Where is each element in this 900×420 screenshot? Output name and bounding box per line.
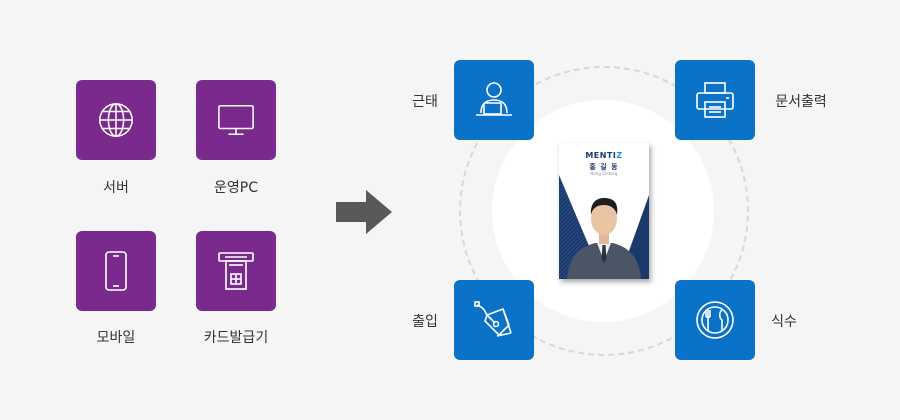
access-label: 출입 — [412, 314, 438, 330]
card-graphic — [559, 175, 649, 279]
attendance-label: 근태 — [412, 94, 438, 110]
card-holder-name-en: Hong Gildong — [590, 171, 618, 176]
plate-cutlery-icon — [696, 301, 734, 339]
employee-id-card: MENTIZ 홍 길 동 Hong Gildong — [559, 143, 649, 279]
card-issuer-tile — [196, 231, 276, 311]
mobile-tile — [76, 231, 156, 311]
person-laptop-icon — [476, 82, 512, 116]
operating-pc-label: 운영PC — [214, 180, 258, 196]
card-issuer-label: 카드발급기 — [203, 330, 269, 346]
attendance-tile — [454, 60, 534, 140]
portrait-hair — [590, 198, 618, 215]
portrait-tie — [601, 245, 607, 263]
dashed-ring — [459, 66, 749, 356]
meal-tile — [675, 280, 755, 360]
card-issuer-icon — [218, 252, 254, 290]
document-print-label: 문서출력 — [775, 94, 827, 110]
card-holder-name: 홍 길 동 — [589, 163, 619, 171]
monitor-icon — [218, 104, 254, 136]
smartphone-icon — [105, 251, 127, 291]
server-tile — [76, 80, 156, 160]
printer-icon — [696, 82, 734, 118]
card-brand: MENTIZ — [585, 151, 623, 160]
operating-pc-tile — [196, 80, 276, 160]
right-arrow-icon — [336, 190, 392, 234]
globe-icon — [99, 103, 133, 137]
server-label: 서버 — [103, 180, 129, 196]
access-tile — [454, 280, 534, 360]
mobile-label: 모바일 — [96, 330, 136, 346]
document-print-tile — [675, 60, 755, 140]
meal-label: 식수 — [771, 314, 797, 330]
pen-tool-icon — [474, 301, 512, 337]
